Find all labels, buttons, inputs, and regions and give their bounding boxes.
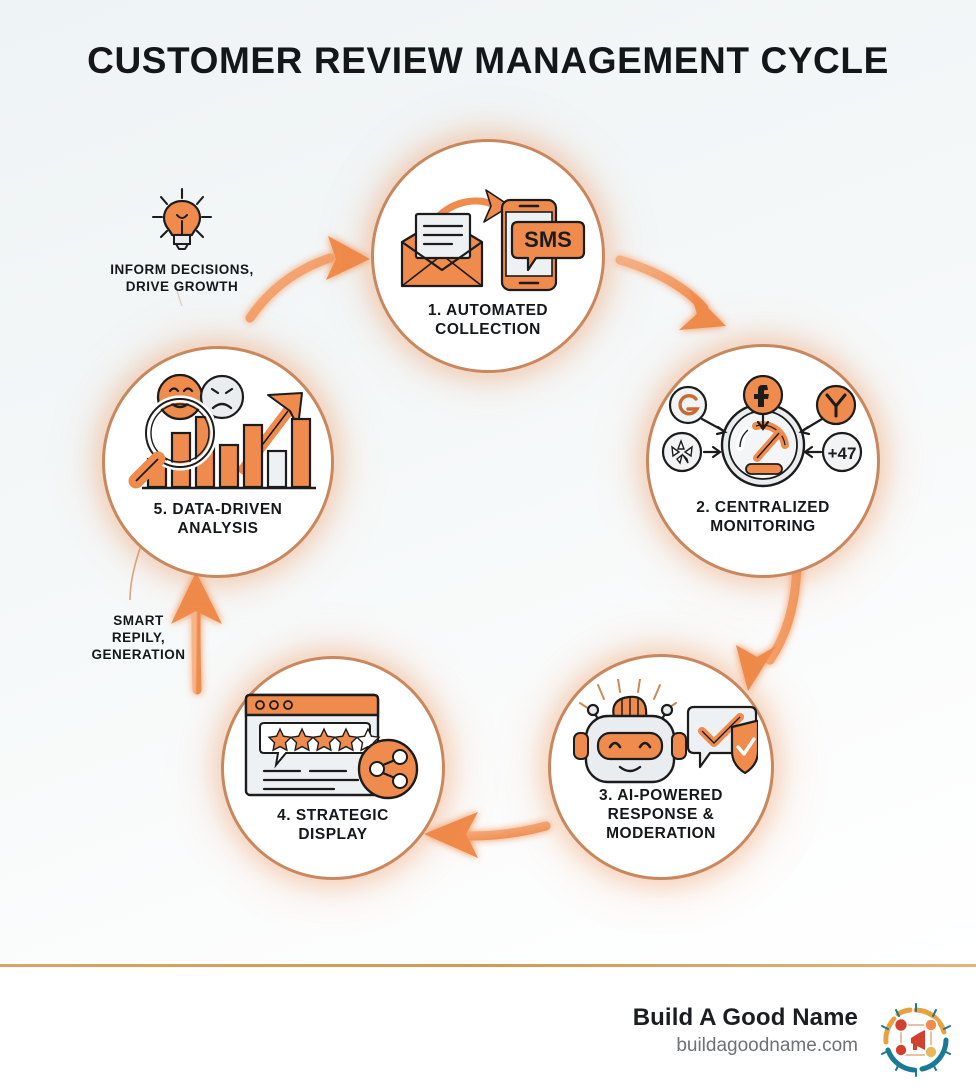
plus-count-label: +47 [828, 444, 857, 463]
node1-label: 1. AUTOMATED COLLECTION [427, 302, 549, 338]
node5-icon-group [105, 371, 331, 497]
share-icon [357, 738, 419, 800]
logo-tick-marks [881, 1003, 951, 1077]
node5-label: 5. DATA-DRIVEN ANALYSIS [153, 501, 283, 537]
annotation-smart-reply-label: SMART REPILY, GENERATION [91, 613, 186, 662]
node1-icon-group: SMS [374, 184, 602, 294]
brain-icon [612, 695, 648, 719]
letter-icon [422, 224, 464, 246]
shield-check-icon [730, 719, 758, 775]
node2-label: 2. CENTRALIZED MONITORING [696, 499, 830, 535]
brand-name: Build A Good Name [632, 1004, 858, 1031]
sms-bubble-icon: SMS [510, 220, 586, 272]
node4-label: 4. STRATEGIC DISPLAY [277, 807, 389, 843]
yelp-burst-icon [661, 431, 703, 473]
node3-icon-group [551, 679, 771, 789]
node3-label: 3. AI-POWERED RESPONSE & MODERATION [599, 787, 723, 842]
star-rating-icon [259, 722, 381, 769]
footer-divider [0, 964, 976, 967]
footer-text-group: Build A Good Name buildagoodname.com [633, 1004, 858, 1057]
annotation-inform-decisions: INFORM DECISIONS, DRIVE GROWTH [92, 186, 272, 296]
lightbulb-icon [92, 186, 272, 254]
yelp-y-icon [815, 384, 857, 426]
node4-icon-group [224, 687, 442, 805]
node2-icon-group: +47 [649, 375, 877, 499]
bar-chart-icon [142, 415, 316, 490]
robot-icon [573, 714, 687, 784]
node-automated-collection[interactable]: SMS 1. AUTOMATED COLLECTION [371, 139, 605, 373]
annotation-inform-decisions-label: INFORM DECISIONS, DRIVE GROWTH [110, 262, 254, 294]
lightbulb-rays [151, 187, 213, 239]
magnifier-icon [128, 395, 218, 489]
review-text-lines [262, 769, 360, 791]
node-data-driven-analysis[interactable]: 5. DATA-DRIVEN ANALYSIS [102, 346, 334, 578]
node-centralized-monitoring[interactable]: +47 2. CENTRALIZED MONITORING [646, 344, 880, 578]
facebook-icon [742, 375, 784, 416]
feed-arrows [700, 413, 824, 459]
node-ai-powered-response[interactable]: 3. AI-POWERED RESPONSE & MODERATION [548, 654, 774, 880]
sad-face-icon [199, 374, 245, 420]
envelope-icon [400, 212, 484, 288]
node-strategic-display[interactable]: 4. STRATEGIC DISPLAY [221, 656, 445, 880]
website-url[interactable]: buildagoodname.com [676, 1035, 858, 1056]
megaphone-icon [911, 1030, 925, 1050]
page-title: CUSTOMER REVIEW MANAGEMENT CYCLE [87, 40, 889, 81]
google-icon [668, 385, 708, 425]
plus-count-badge: +47 [821, 431, 863, 473]
footer [0, 967, 976, 1088]
circular-network-megaphone-logo[interactable] [878, 1002, 954, 1078]
sms-label: SMS [524, 227, 572, 252]
